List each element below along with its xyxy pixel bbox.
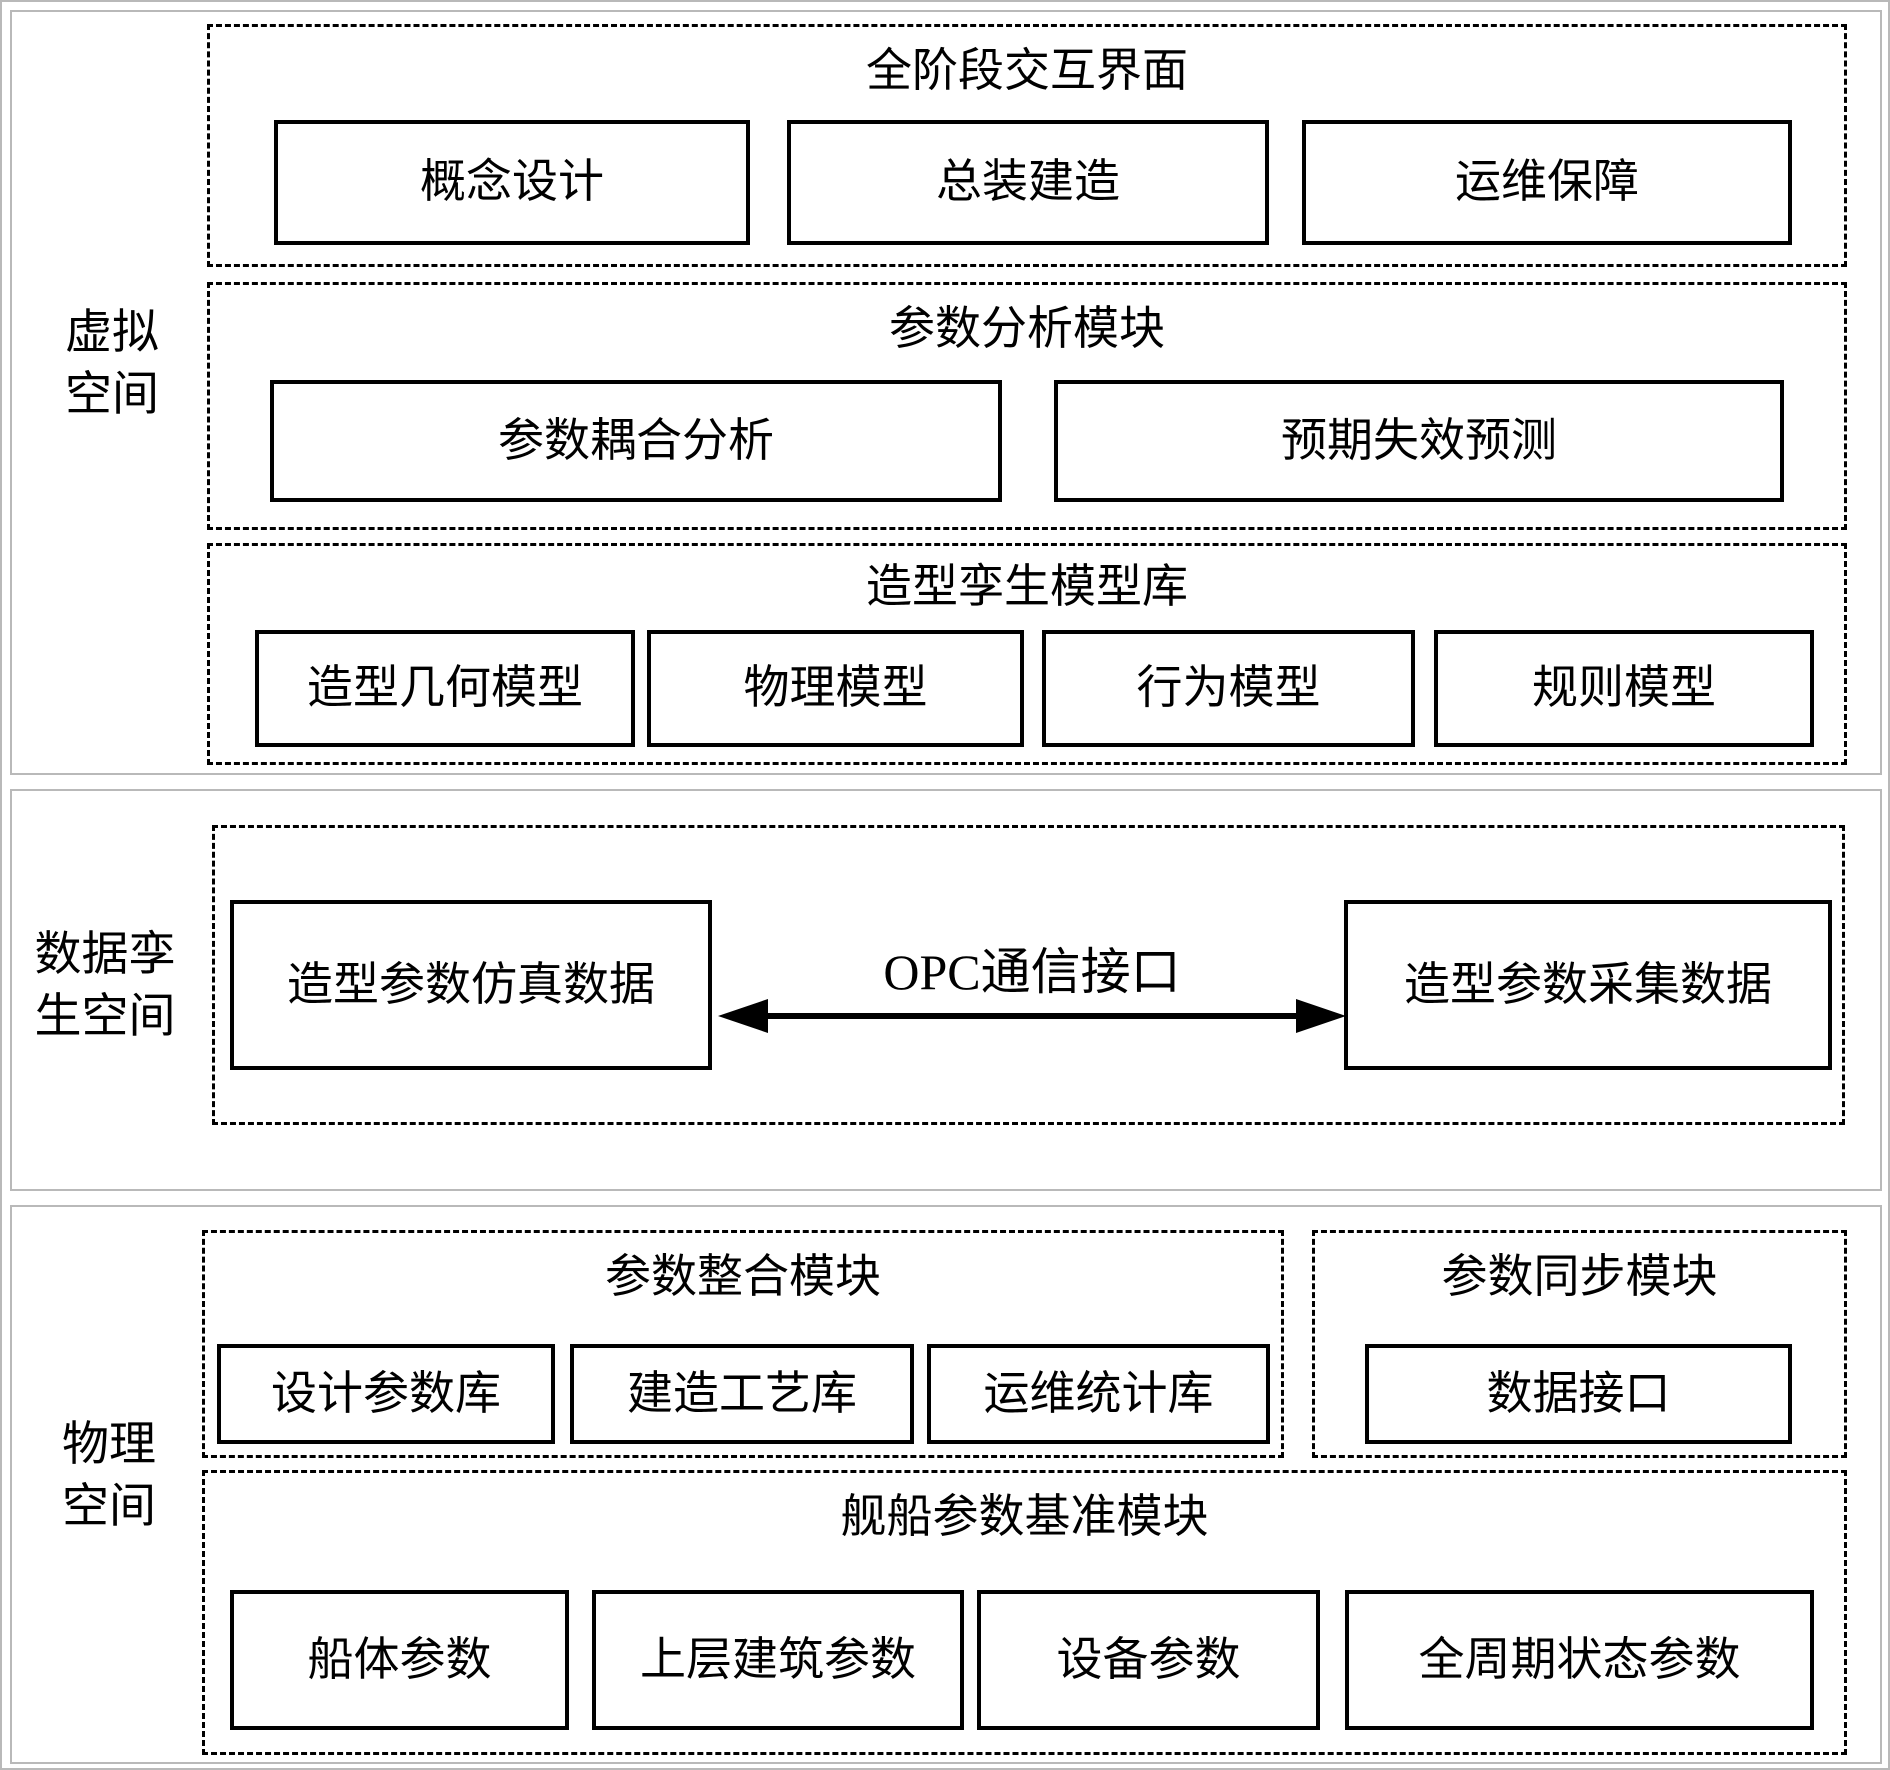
group-baseline-title: 舰船参数基准模块 [840,1491,1209,1542]
box-concept-design: 概念设计 [274,120,750,245]
group-baseline [202,1470,1847,1755]
box-physical-model: 物理模型 [647,630,1024,747]
group-interface-title: 全阶段交互界面 [866,45,1188,96]
box-operation-maintenance: 运维保障 [1302,120,1792,245]
opc-interface-label: OPC通信接口 [883,944,1181,1000]
box-rule-model: 规则模型 [1434,630,1814,747]
group-sync-title: 参数同步模块 [1441,1251,1718,1302]
group-interface [207,24,1847,267]
group-sync [1312,1230,1847,1458]
box-behavior-model: 行为模型 [1042,630,1415,747]
box-shape-parameter-simulation-data: 造型参数仿真数据 [230,900,712,1070]
box-shape-geometry-model: 造型几何模型 [255,630,635,747]
box-full-cycle-state-parameters: 全周期状态参数 [1345,1590,1814,1730]
box-expected-failure-prediction: 预期失效预测 [1054,380,1784,502]
data-twin-space-label: 数据孪 生空间 [34,929,176,1044]
box-parameter-coupling-analysis: 参数耦合分析 [270,380,1002,502]
box-equipment-parameters: 设备参数 [977,1590,1320,1730]
box-construction-process-library: 建造工艺库 [570,1344,914,1444]
group-integration-title: 参数整合模块 [605,1251,881,1302]
group-model-library [207,543,1847,765]
group-data-exchange [212,825,1845,1125]
bidirectional-arrow [716,990,1348,1042]
box-operation-statistics-library: 运维统计库 [927,1344,1270,1444]
physical-space-label: 物理 空间 [62,1419,156,1534]
box-shape-parameter-collected-data: 造型参数采集数据 [1344,900,1832,1070]
group-integration [202,1230,1284,1458]
group-analysis [207,282,1847,530]
group-analysis-title: 参数分析模块 [889,303,1165,354]
box-superstructure-parameters: 上层建筑参数 [592,1590,964,1730]
box-design-parameter-library: 设计参数库 [217,1344,555,1444]
group-model-library-title: 造型孪生模型库 [866,561,1188,612]
box-data-interface: 数据接口 [1365,1344,1792,1444]
box-hull-parameters: 船体参数 [230,1590,569,1730]
box-assembly-construction: 总装建造 [787,120,1269,245]
virtual-space-label: 虚拟 空间 [65,307,159,422]
